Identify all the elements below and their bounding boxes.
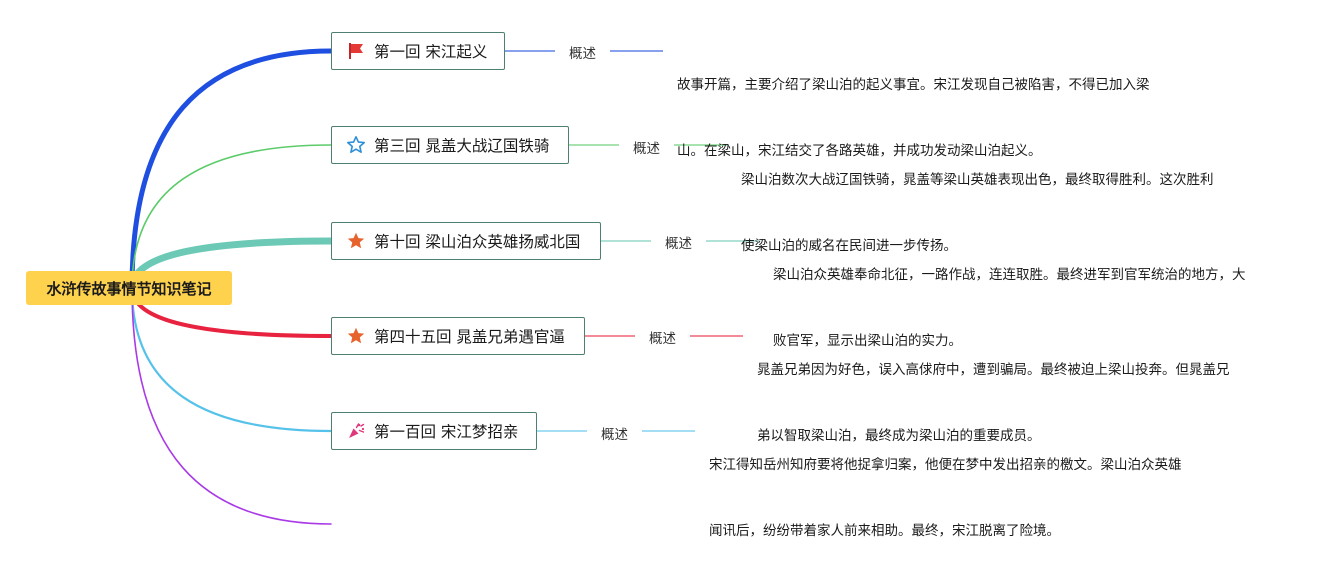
topic-node-2[interactable]: 第三回 晁盖大战辽国铁骑 — [331, 126, 569, 164]
summary-label-2[interactable]: 概述 — [633, 141, 660, 157]
root-topic[interactable]: 水浒传故事情节知识笔记 — [26, 271, 232, 305]
summary-text-5: 宋江得知岳州知府要将他捉拿归案，他便在梦中发出招亲的檄文。梁山泊众英雄 闻讯后，… — [709, 410, 1182, 586]
topic-title: 第三回 晁盖大战辽国铁骑 — [374, 137, 550, 155]
summary-text-2: 梁山泊数次大战辽国铁骑，晁盖等梁山英雄表现出色，最终取得胜利。这次胜利 使梁山泊… — [741, 125, 1214, 301]
summary-line: 宋江得知岳州知府要将他捉拿归案，他便在梦中发出招亲的檄文。梁山泊众英雄 — [709, 457, 1182, 473]
topic-title: 第一回 宋江起义 — [374, 43, 488, 61]
summary-label-5[interactable]: 概述 — [601, 427, 628, 443]
summary-line: 梁山泊数次大战辽国铁骑，晁盖等梁山英雄表现出色，最终取得胜利。这次胜利 — [741, 172, 1214, 188]
summary-line: 弟以智取梁山泊，最终成为梁山泊的重要成员。 — [757, 428, 1041, 444]
topic-node-1[interactable]: 第一回 宋江起义 — [331, 32, 505, 70]
branch-connector-6-empty — [131, 287, 332, 525]
topic-title: 第十回 梁山泊众英雄扬威北国 — [374, 233, 581, 251]
summary-text-1: 故事开篇，主要介绍了梁山泊的起义事宜。宋江发现自己被陷害，不得已加入梁 山。在梁… — [677, 30, 1150, 206]
branch-connector-1 — [129, 48, 334, 291]
mindmap: 水浒传故事情节知识笔记 第一回 宋江起义 概述 故事开篇，主要介绍了梁山泊的起义… — [26, 30, 1246, 539]
topic-node-4[interactable]: 第四十五回 晁盖兄弟遇官逼 — [331, 317, 585, 355]
branch-connector-5 — [130, 286, 333, 433]
red-flag-icon — [346, 41, 366, 61]
summary-line: 晁盖兄弟因为好色，误入高俅府中，遭到骗局。最终被迫上梁山投奔。但晁盖兄 — [757, 362, 1230, 378]
summary-label-3[interactable]: 概述 — [665, 236, 692, 252]
orange-star-icon — [346, 231, 366, 251]
summary-label-1[interactable]: 概述 — [569, 46, 596, 62]
topic-title: 第一百回 宋江梦招亲 — [374, 423, 519, 441]
summary-text-3: 梁山泊众英雄奉命北征，一路作战，连连取胜。最终进军到官军统治的地方，大 败官军，… — [773, 220, 1246, 396]
summary-line: 败官军，显示出梁山泊的实力。 — [773, 333, 962, 349]
orange-star-icon — [346, 326, 366, 346]
summary-line: 故事开篇，主要介绍了梁山泊的起义事宜。宋江发现自己被陷害，不得已加入梁 — [677, 77, 1150, 93]
summary-line: 使梁山泊的威名在民间进一步传扬。 — [741, 238, 957, 254]
branch-connector-2 — [131, 144, 332, 289]
summary-line: 梁山泊众英雄奉命北征，一路作战，连连取胜。最终进军到官军统治的地方，大 — [773, 267, 1246, 283]
summary-line: 闻讯后，纷纷带着家人前来相助。最终，宋江脱离了险境。 — [709, 523, 1060, 539]
topic-title: 第四十五回 晁盖兄弟遇官逼 — [374, 328, 565, 346]
topic-node-5[interactable]: 第一百回 宋江梦招亲 — [331, 412, 537, 450]
summary-line: 山。在梁山，宋江结交了各路英雄，并成功发动梁山泊起义。 — [677, 143, 1042, 159]
summary-text-4: 晁盖兄弟因为好色，误入高俅府中，遭到骗局。最终被迫上梁山投奔。但晁盖兄 弟以智取… — [757, 315, 1230, 491]
topic-node-3[interactable]: 第十回 梁山泊众英雄扬威北国 — [331, 222, 601, 260]
summary-label-4[interactable]: 概述 — [649, 331, 676, 347]
blue-star-outline-icon — [346, 135, 366, 155]
party-popper-icon — [346, 421, 366, 441]
